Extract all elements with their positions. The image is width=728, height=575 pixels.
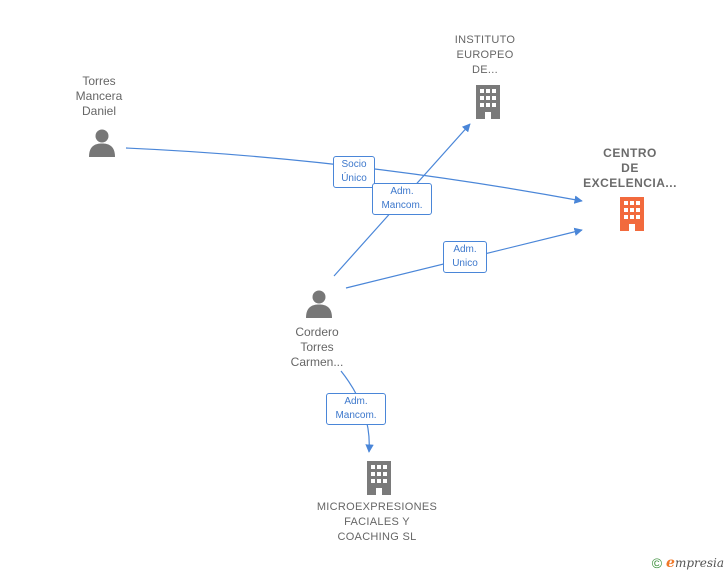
edge-label-adm-unico: Adm. Unico xyxy=(443,241,487,273)
building-icon[interactable] xyxy=(620,197,644,231)
edge-label-adm-mancom-micro: Adm. Mancom. xyxy=(326,393,386,425)
brand-watermark: © empresia xyxy=(652,555,724,571)
edge-label-adm-mancom-instituto: Adm. Mancom. xyxy=(372,183,432,215)
node-label-instituto-europeo[interactable]: INSTITUTO EUROPEO DE... xyxy=(454,34,516,76)
edge-label-line: Mancom. xyxy=(381,200,423,211)
building-icon[interactable] xyxy=(367,461,391,495)
node-label-microexpresiones[interactable]: MICROEXPRESIONES FACIALES Y COACHING SL xyxy=(316,501,438,543)
edge-label-line: Adm. xyxy=(344,396,368,407)
node-label-cordero-torres-carmen[interactable]: Cordero Torres Carmen... xyxy=(290,325,344,369)
edge-label-line: Adm. xyxy=(390,186,414,197)
edge-label-line: Adm. xyxy=(453,244,477,255)
copyright-symbol: © xyxy=(651,555,663,571)
person-icon[interactable] xyxy=(306,290,332,319)
edge-label-socio-unico: Socio Único xyxy=(333,156,375,188)
brand-rest: mpresia xyxy=(674,556,724,570)
node-label-torres-mancera-daniel[interactable]: Torres Mancera Daniel xyxy=(75,74,123,118)
edge-label-line: Unico xyxy=(452,258,478,269)
person-icon[interactable] xyxy=(89,129,115,158)
edge-label-line: Socio xyxy=(341,159,367,170)
building-icon[interactable] xyxy=(476,85,500,119)
node-label-centro-de-excelencia[interactable]: CENTRO DE EXCELENCIA... xyxy=(583,146,677,190)
brand-name: empresia xyxy=(666,555,724,571)
brand-initial: e xyxy=(666,555,675,571)
edge-label-line: Único xyxy=(341,173,367,184)
edge-label-line: Mancom. xyxy=(335,410,377,421)
